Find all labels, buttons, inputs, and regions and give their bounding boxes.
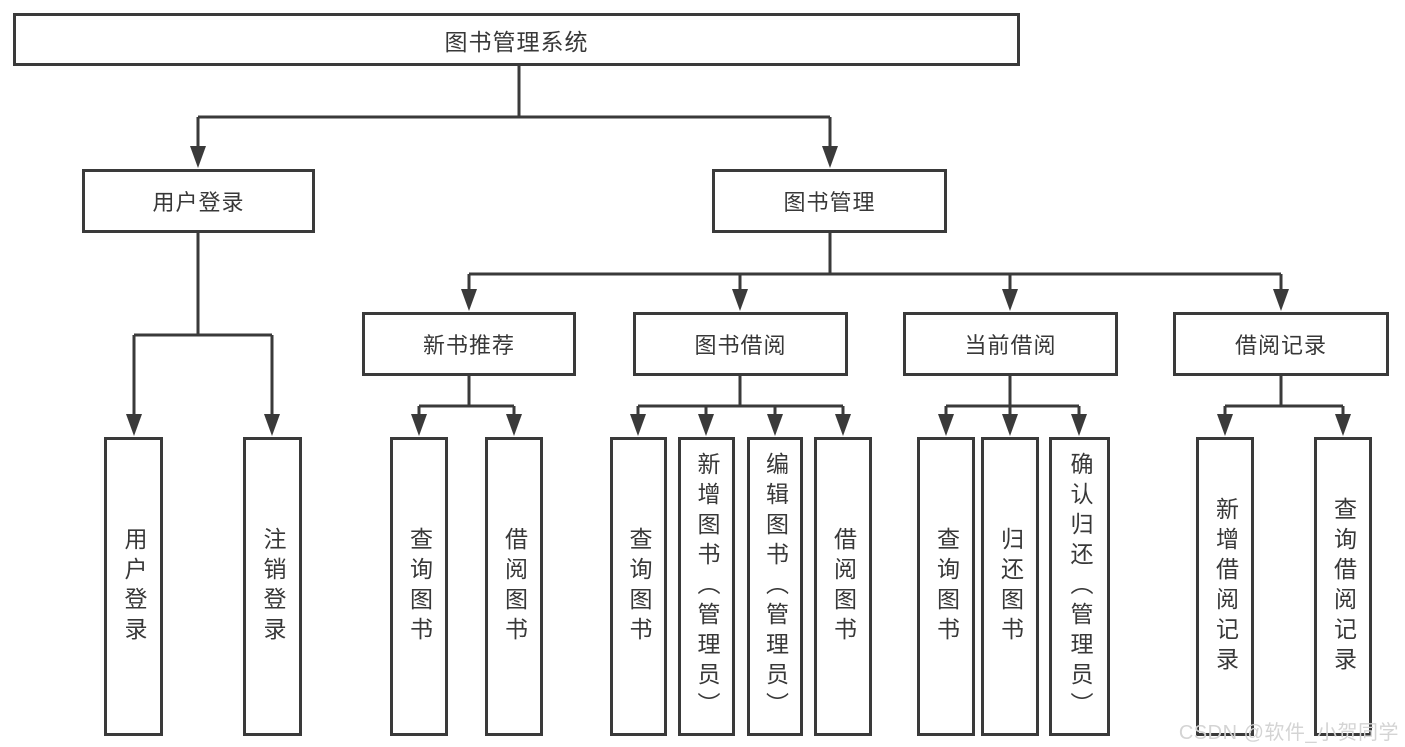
leaf-add-book-admin: 新增图书（管理员） <box>678 437 735 736</box>
leaf-query-books-recommend: 查询图书 <box>390 437 448 736</box>
leaf-query-books-borrow-label: 查询图书 <box>626 526 652 647</box>
leaf-edit-book-admin-label: 编辑图书（管理员） <box>762 451 789 722</box>
node-user-login-module-label: 用户登录 <box>152 190 245 215</box>
node-new-book-recommend: 新书推荐 <box>362 312 576 376</box>
leaf-return-book-label: 归还图书 <box>997 526 1024 647</box>
node-library-system-label: 图书管理系统 <box>444 28 589 55</box>
leaf-add-book-admin-label: 新增图书（管理员） <box>694 451 720 722</box>
node-book-management-module-label: 图书管理 <box>783 190 876 215</box>
leaf-query-borrow-record-label: 查询借阅记录 <box>1330 496 1357 677</box>
leaf-confirm-return-admin-label: 确认归还（管理员） <box>1067 451 1093 722</box>
leaf-borrow-books-label: 借阅图书 <box>830 526 857 647</box>
node-book-management-module: 图书管理 <box>712 169 947 233</box>
node-new-book-recommend-label: 新书推荐 <box>422 333 515 358</box>
leaf-query-books-current-label: 查询图书 <box>933 526 960 647</box>
leaf-return-book: 归还图书 <box>981 437 1039 736</box>
leaf-borrow-books: 借阅图书 <box>814 437 872 736</box>
leaf-confirm-return-admin: 确认归还（管理员） <box>1049 437 1110 736</box>
node-book-borrow-label: 图书借阅 <box>694 333 787 358</box>
leaf-add-borrow-record: 新增借阅记录 <box>1196 437 1254 736</box>
leaf-query-books-recommend-label: 查询图书 <box>406 526 433 647</box>
node-current-borrow-label: 当前借阅 <box>964 333 1057 358</box>
leaf-query-books-current: 查询图书 <box>917 437 975 736</box>
leaf-logout-label: 注销登录 <box>260 526 286 647</box>
leaf-edit-book-admin: 编辑图书（管理员） <box>747 437 803 736</box>
leaf-logout: 注销登录 <box>243 437 302 736</box>
leaf-borrow-books-recommend-label: 借阅图书 <box>501 526 528 647</box>
leaf-user-login: 用户登录 <box>104 437 163 736</box>
node-user-login-module: 用户登录 <box>82 169 315 233</box>
node-borrow-records: 借阅记录 <box>1173 312 1389 376</box>
node-library-system: 图书管理系统 <box>13 13 1020 66</box>
leaf-user-login-label: 用户登录 <box>121 526 147 647</box>
leaf-borrow-books-recommend: 借阅图书 <box>485 437 543 736</box>
leaf-add-borrow-record-label: 新增借阅记录 <box>1212 496 1239 677</box>
node-book-borrow: 图书借阅 <box>633 312 848 376</box>
leaf-query-books-borrow: 查询图书 <box>610 437 667 736</box>
node-current-borrow: 当前借阅 <box>903 312 1118 376</box>
leaf-query-borrow-record: 查询借阅记录 <box>1314 437 1372 736</box>
node-borrow-records-label: 借阅记录 <box>1234 333 1327 358</box>
